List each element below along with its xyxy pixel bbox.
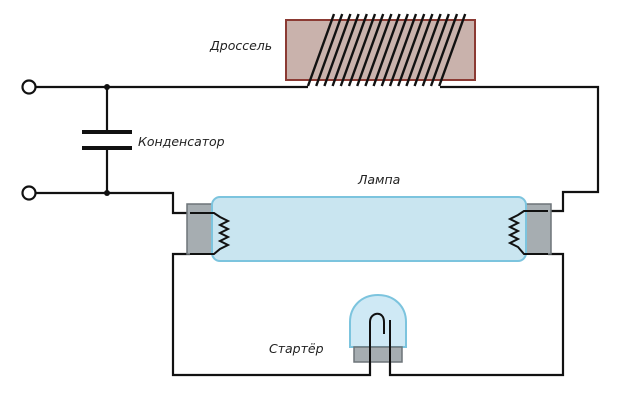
starter-base: [353, 346, 403, 363]
junction-top: [104, 84, 110, 90]
wire-left-to-starter: [171, 252, 372, 377]
coil-turn: [429, 13, 459, 87]
capacitor-plate-bottom: [82, 146, 132, 150]
coil-turn: [347, 13, 377, 87]
coil-turn: [339, 13, 368, 87]
lamp-tube: [211, 196, 527, 262]
lamp: [186, 196, 552, 262]
choke-label: Дроссель: [209, 38, 272, 53]
wire-choke-to-right: [440, 85, 600, 213]
terminal-top: [21, 79, 37, 95]
capacitor-plate-top: [82, 130, 132, 134]
coil-turn: [380, 13, 409, 87]
starter-label: Стартёр: [269, 341, 324, 356]
capacitor: [82, 130, 132, 150]
starter-bulb: [349, 293, 407, 348]
starter: [349, 293, 407, 375]
coil-turn: [306, 13, 336, 87]
capacitor-label: Конденсатор: [138, 134, 225, 149]
choke-coil: [306, 13, 467, 87]
lamp-end-cap-left: [186, 203, 214, 255]
coil-turn: [388, 13, 418, 87]
coil-turn: [438, 13, 467, 87]
coil-turn: [413, 13, 442, 87]
wire-bottom: [36, 191, 190, 215]
coil-turn: [331, 13, 360, 87]
terminal-bottom: [21, 185, 37, 201]
starter-bimetal-contact: [369, 312, 385, 375]
coil-turn: [405, 13, 434, 87]
coil-turn: [315, 13, 344, 87]
lamp-end-cap-right: [524, 203, 552, 255]
coil-turn: [397, 13, 426, 87]
lamp-label: Лампа: [357, 172, 400, 187]
coil-turn: [421, 13, 450, 87]
coil-turn: [356, 13, 385, 87]
coil-turn: [364, 13, 393, 87]
coil-turn: [372, 13, 401, 87]
coil-turn: [323, 13, 352, 87]
choke: [285, 13, 476, 87]
filament-left: [190, 212, 231, 255]
junction-bottom: [104, 190, 110, 196]
wire-right-to-starter: [388, 252, 565, 377]
filament-right: [507, 210, 548, 255]
